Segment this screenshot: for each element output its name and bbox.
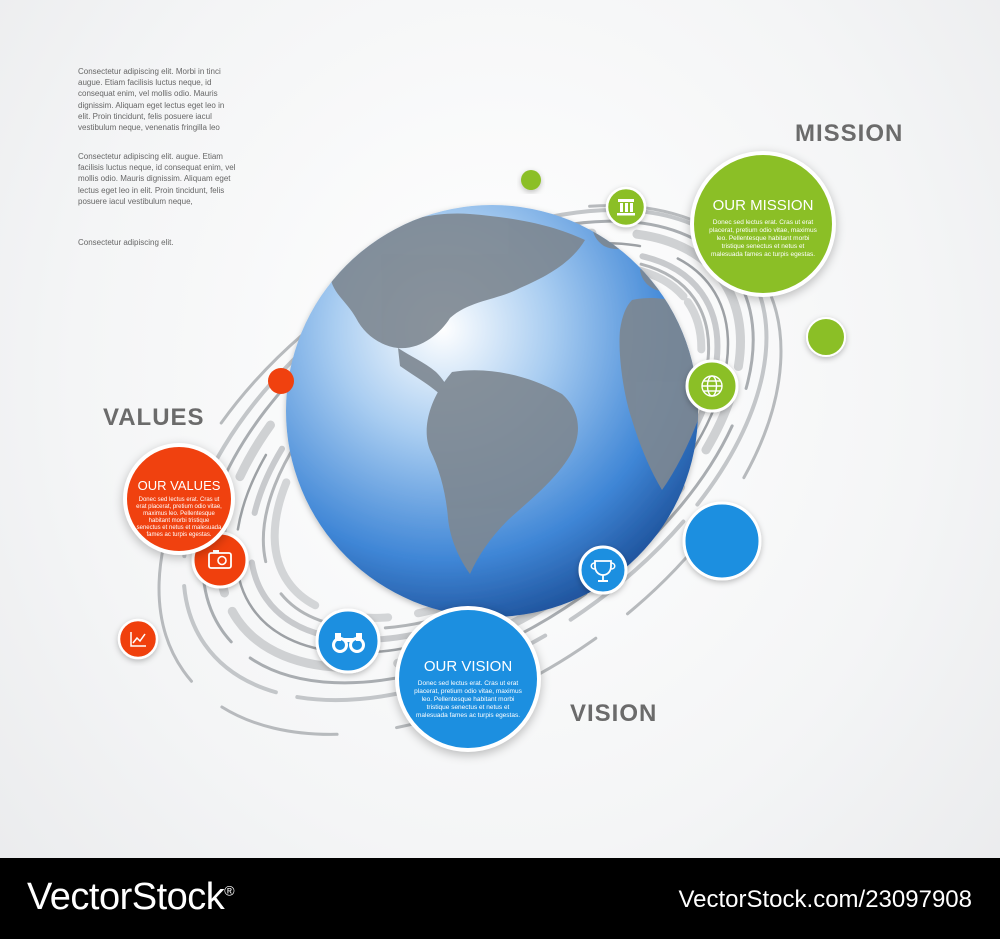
small-dot-green-right (806, 317, 846, 357)
vision-card-title: OUR VISION (423, 658, 513, 675)
globe-grid-icon (685, 359, 739, 413)
chart-icon (117, 618, 159, 660)
infographic: Consectetur adipiscing elit. Morbi in ti… (78, 67, 904, 752)
vision-heading: VISION (570, 700, 658, 727)
mission-heading: MISSION (795, 120, 904, 147)
brand-logo: VectorStock® (27, 876, 235, 919)
small-dot-blue-right (682, 501, 762, 581)
mission-card: OUR MISSION Donec sed lectus erat. Cras … (690, 151, 836, 297)
brand-name: VectorStock (27, 876, 225, 918)
values-card-title: OUR VALUES (137, 478, 221, 493)
binoculars-icon (315, 608, 381, 674)
globe-diagram (117, 170, 846, 736)
mission-card-body: Donec sed lectus erat. Cras ut erat plac… (709, 219, 817, 258)
small-dot-red-left (268, 368, 294, 394)
footer-bar: VectorStock® VectorStock.com/23097908 (0, 858, 1000, 939)
values-heading: VALUES (103, 404, 205, 431)
small-dot-green-top (521, 170, 541, 190)
mission-card-title: OUR MISSION (712, 197, 814, 214)
intro-paragraph-1: Consectetur adipiscing elit. Morbi in ti… (78, 67, 225, 133)
intro-paragraph-3: Consectetur adipiscing elit. (78, 238, 174, 247)
vision-card-body: Donec sed lectus erat. Cras ut erat plac… (414, 680, 522, 719)
pillar-icon (605, 186, 647, 228)
stock-id: VectorStock.com/23097908 (678, 886, 972, 913)
trophy-icon (578, 545, 628, 595)
registered-mark: ® (224, 882, 235, 899)
vision-card: OUR VISION Donec sed lectus erat. Cras u… (395, 606, 541, 752)
values-card-body: Donec sed lectus erat. Cras ut erat plac… (136, 497, 222, 538)
values-card: OUR VALUES Donec sed lectus erat. Cras u… (123, 443, 235, 555)
intro-paragraph-2: Consectetur adipiscing elit. augue. Etia… (78, 152, 236, 206)
